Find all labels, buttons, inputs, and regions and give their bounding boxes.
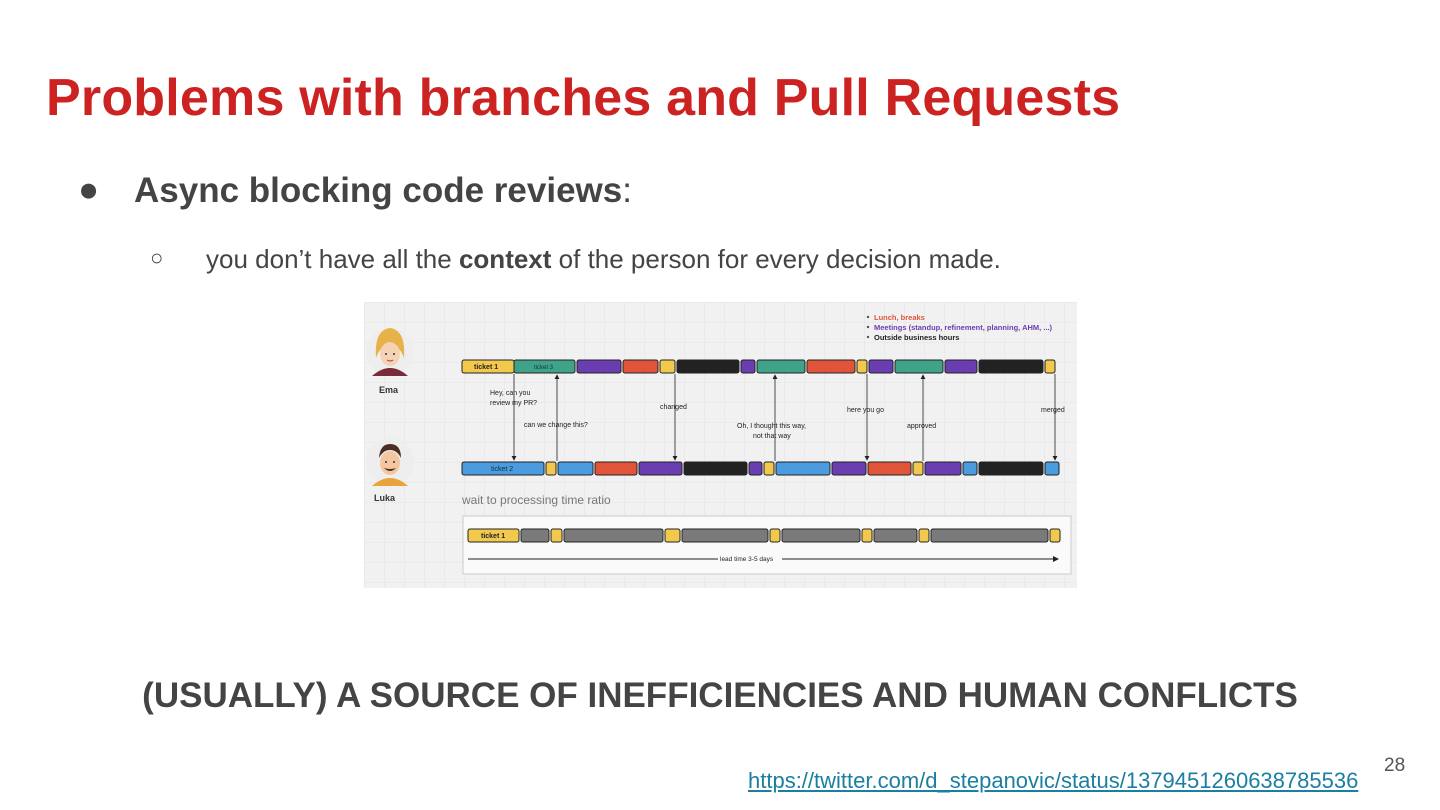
ema-segment-meeting: [944, 359, 978, 374]
ema-segment-ticket: [894, 359, 944, 374]
interaction-arrows: [511, 374, 1058, 461]
msg-changed: changed: [660, 404, 687, 411]
ratio-segment-work: [664, 528, 681, 543]
msg-merged: merged: [1041, 407, 1065, 414]
luka-segment-meeting: [638, 461, 683, 476]
ratio-segment-work: [918, 528, 930, 543]
ratio-segment-wait: [781, 528, 861, 543]
ema-segment-work: [856, 359, 868, 374]
luka-segment-lunch: [594, 461, 638, 476]
slide-title: Problems with branches and Pull Requests: [46, 69, 1121, 127]
luka-segment-work: [775, 461, 831, 476]
ema-segment-meeting: [740, 359, 756, 374]
ema-segment-work: [659, 359, 676, 374]
luka-avatar: [366, 438, 414, 486]
ratio-segment-wait: [930, 528, 1049, 543]
msg-review-request-line2: review my PR?: [490, 400, 537, 407]
ema-timeline: [461, 359, 1056, 374]
luka-ticket2-label: ticket 2: [491, 466, 513, 473]
ratio-segment-work: [769, 528, 781, 543]
lead-time-label-bg: [718, 554, 782, 564]
luka-label: Luka: [374, 493, 396, 503]
luka-segment-work: [962, 461, 978, 476]
messages: Hey, can you review my PR? can we change…: [490, 390, 1065, 440]
bullet-async-reviews-bold: Async blocking code reviews: [134, 171, 623, 210]
ema-avatar: [366, 328, 414, 376]
msg-change-request: can we change this?: [524, 422, 588, 429]
luka-segment-work: [1044, 461, 1060, 476]
legend-meetings: Meetings (standup, refinement, planning,…: [874, 323, 1053, 332]
luka-segment-review: [912, 461, 924, 476]
ema-segment-lunch: [806, 359, 856, 374]
msg-approved: approved: [907, 423, 936, 430]
sub-bullet-circle: ○: [150, 245, 164, 270]
sub-bullet-context: you don’t have all the context of the pe…: [206, 244, 1001, 275]
sub-bullet-text-after: of the person for every decision made.: [551, 244, 1001, 274]
ratio-segment-wait: [520, 528, 550, 543]
legend-lunch: Lunch, breaks: [874, 313, 925, 322]
luka-segment-ticket2: [461, 461, 545, 476]
msg-thought-line2: not that way: [753, 433, 791, 440]
sub-bullet-text-bold: context: [458, 244, 552, 274]
ratio-panel: [462, 515, 1072, 575]
luka-segment-review: [763, 461, 775, 476]
ratio-ticket-label: ticket 1: [481, 533, 505, 540]
ema-segment-ticket3: [513, 359, 576, 374]
ema-segment-offhours: [978, 359, 1044, 374]
ratio-segment-work: [1049, 528, 1061, 543]
source-link[interactable]: https://twitter.com/d_stepanovic/status/…: [748, 768, 1359, 793]
sub-bullet-text-before: you don’t have all the: [206, 244, 459, 274]
ema-ticket1-label: ticket 1: [474, 364, 498, 371]
bullet-dot: ●: [78, 170, 100, 209]
msg-review-request-line1: Hey, can you: [490, 390, 530, 397]
legend-outside-hours: Outside business hours: [874, 333, 959, 342]
bullet-async-reviews: Async blocking code reviews:: [134, 171, 632, 211]
ema-segment-ticket: [756, 359, 806, 374]
legend-dot: [866, 315, 870, 319]
conclusion-text: (USUALLY) A SOURCE OF INEFFICIENCIES AND…: [142, 676, 1298, 715]
lead-time-label: lead time 3-5 days: [720, 556, 774, 563]
ratio-segment-wait: [563, 528, 664, 543]
luka-segment-meeting: [748, 461, 763, 476]
ratio-label: wait to processing time ratio: [461, 493, 611, 507]
ratio-segment-wait: [873, 528, 918, 543]
ratio-segment-work: [550, 528, 563, 543]
bullet-async-reviews-colon: :: [622, 171, 632, 210]
msg-thought-line1: Oh, I thought this way,: [737, 423, 806, 430]
luka-segment-lunch: [867, 461, 912, 476]
luka-segment-offhours: [978, 461, 1044, 476]
luka-segment-offhours: [683, 461, 748, 476]
msg-here-you-go: here you go: [847, 407, 884, 414]
luka-timeline: [461, 461, 1060, 476]
review-timeline-figure: Lunch, breaks Meetings (standup, refinem…: [364, 302, 1077, 588]
luka-segment-review: [545, 461, 557, 476]
ema-segment-offhours: [676, 359, 740, 374]
ratio-segment-wait: [681, 528, 769, 543]
ema-segment-meeting: [576, 359, 622, 374]
luka-segment-meeting: [924, 461, 962, 476]
ema-segment-work: [1044, 359, 1056, 374]
ratio-segment-ticket1: [467, 528, 520, 543]
page-number: 28: [1384, 755, 1406, 776]
luka-segment-meeting: [831, 461, 867, 476]
ratio-segment-work: [861, 528, 873, 543]
ema-label: Ema: [379, 385, 399, 395]
legend-dot: [866, 335, 870, 339]
ema-segment-lunch: [622, 359, 659, 374]
ema-ticket3-label: ticket 3: [534, 365, 554, 371]
ema-segment-meeting: [868, 359, 894, 374]
legend-dot: [866, 325, 870, 329]
luka-segment-work: [557, 461, 594, 476]
ratio-timeline: [467, 528, 1061, 543]
legend: Lunch, breaks Meetings (standup, refinem…: [866, 313, 1053, 342]
